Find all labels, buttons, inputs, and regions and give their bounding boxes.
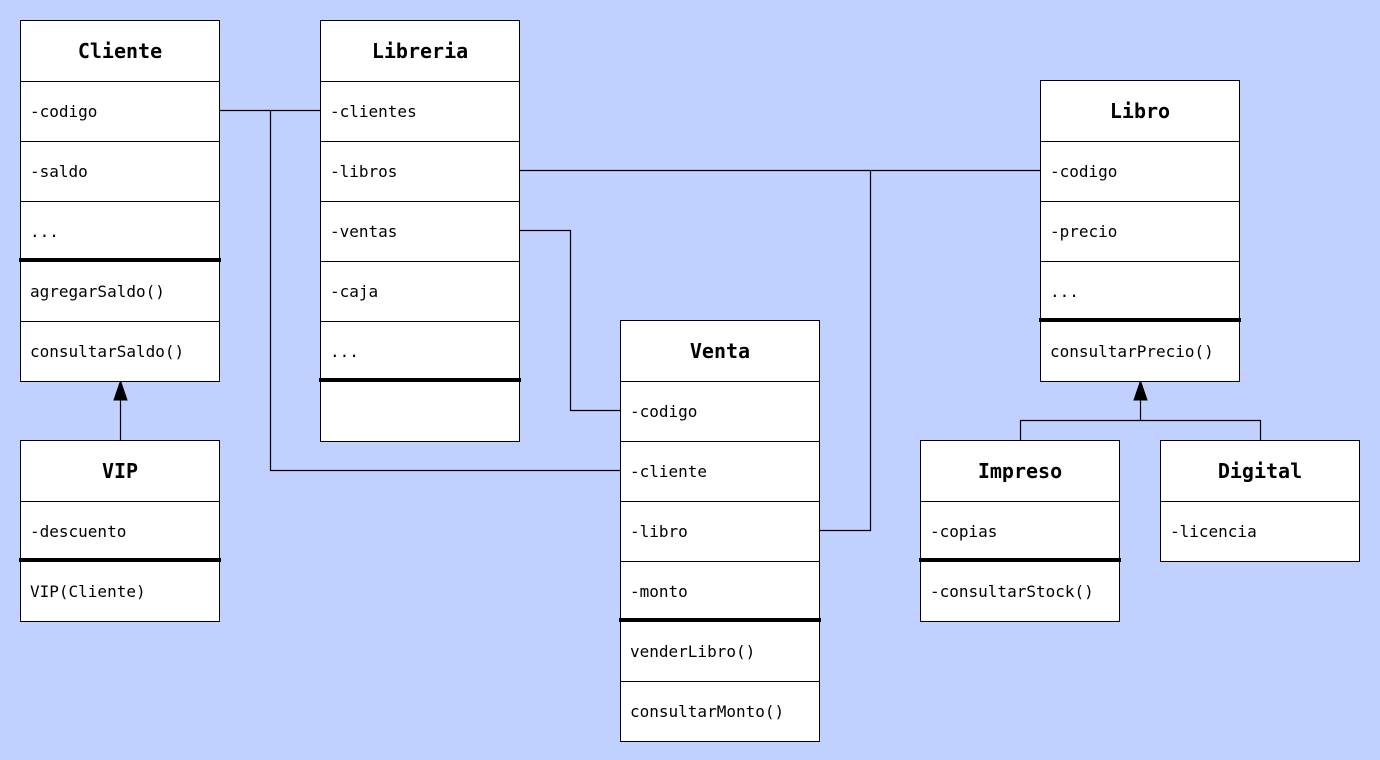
attribute-row: -cliente <box>621 441 819 501</box>
compartment-separator <box>919 558 1121 562</box>
attribute-row: -descuento <box>21 501 219 561</box>
class-name-vip: VIP <box>101 459 139 483</box>
connector-cliente-venta <box>269 110 620 472</box>
class-digital[interactable]: Digital -licencia <box>1160 440 1360 562</box>
compartment-separator <box>1039 318 1241 322</box>
class-name-libreria: Libreria <box>371 39 469 63</box>
method-row: VIP(Cliente) <box>21 561 219 621</box>
compartment-separator <box>319 378 521 382</box>
compartment-separator <box>19 558 221 562</box>
attribute-row: -codigo <box>1041 141 1239 201</box>
method-row: venderLibro() <box>621 621 819 681</box>
attribute-row: ... <box>1041 261 1239 321</box>
method-row: agregarSaldo() <box>21 261 219 321</box>
attribute-row: -libro <box>621 501 819 561</box>
attribute-row: -codigo <box>21 81 219 141</box>
attribute-row: -saldo <box>21 141 219 201</box>
class-name-cliente: Cliente <box>77 39 163 63</box>
class-impreso[interactable]: Impreso -copias-consultarStock() <box>919 440 1121 622</box>
class-name-venta: Venta <box>689 339 751 363</box>
method-row: consultarSaldo() <box>21 321 219 381</box>
attribute-row: -clientes <box>321 81 519 141</box>
class-libreria[interactable]: Libreria -clientes-libros-ventas-caja... <box>319 20 521 442</box>
class-libro[interactable]: Libro -codigo-precio...consultarPrecio() <box>1039 80 1241 382</box>
attribute-row: -precio <box>1041 201 1239 261</box>
attribute-row: -monto <box>621 561 819 621</box>
attribute-row: -licencia <box>1161 501 1359 561</box>
inheritance-arrowhead-libro <box>1133 379 1148 401</box>
connector-digital-libro <box>1140 419 1262 440</box>
method-row: consultarPrecio() <box>1041 321 1239 381</box>
connector-libreria-venta <box>520 229 620 412</box>
compartment-separator <box>619 618 821 622</box>
attribute-row: ... <box>21 201 219 261</box>
connector-venta-libro <box>820 170 872 532</box>
attribute-row: ... <box>321 321 519 381</box>
attribute-row: -copias <box>921 501 1119 561</box>
attribute-row: -ventas <box>321 201 519 261</box>
inheritance-arrowhead-cliente <box>113 379 128 401</box>
compartment-separator <box>19 258 221 262</box>
class-name-impreso: Impreso <box>977 459 1063 483</box>
attribute-row: -caja <box>321 261 519 321</box>
class-name-digital: Digital <box>1217 459 1303 483</box>
class-cliente[interactable]: Cliente -codigo-saldo...agregarSaldo()con… <box>19 20 221 382</box>
method-row: consultarMonto() <box>621 681 819 741</box>
empty-method-compartment <box>321 381 519 441</box>
method-row: -consultarStock() <box>921 561 1119 621</box>
attribute-row: -libros <box>321 141 519 201</box>
attribute-row: -codigo <box>621 381 819 441</box>
class-name-libro: Libro <box>1109 99 1171 123</box>
connector-impreso-libro <box>1019 396 1142 440</box>
